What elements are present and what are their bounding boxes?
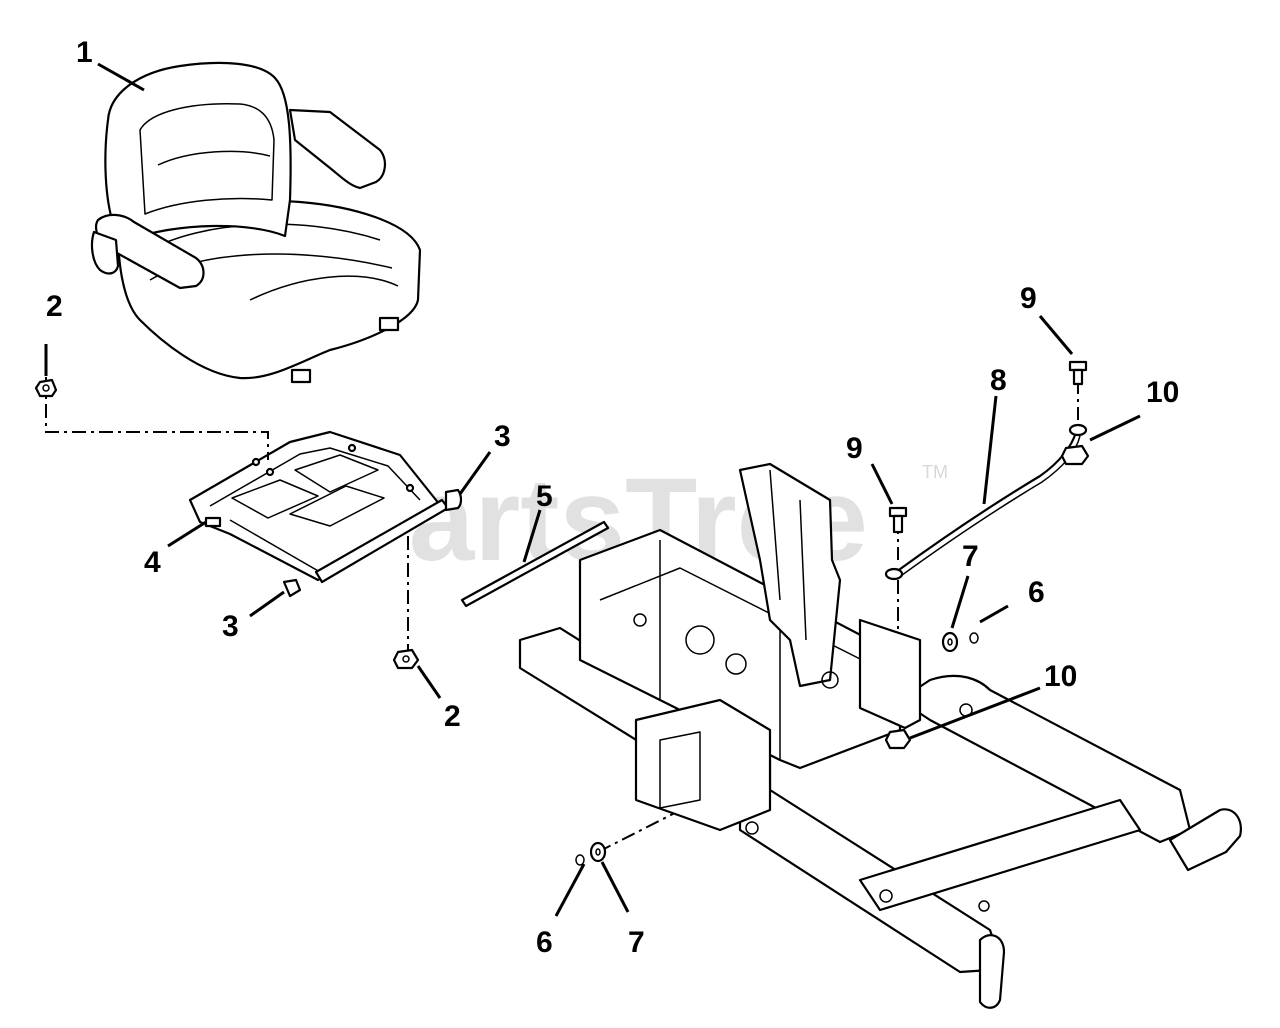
seat-part[interactable] (90, 61, 422, 384)
pivot-rod-part[interactable] (460, 520, 610, 608)
callout-nut-left[interactable]: 2 (46, 290, 63, 323)
callout-clip-lower[interactable]: 6 (536, 926, 553, 959)
seat-plate-part[interactable] (188, 430, 450, 584)
bolt-top-part[interactable] (1068, 360, 1088, 386)
callout-nut-top[interactable]: 10 (1146, 376, 1179, 409)
callout-bolt-mid[interactable]: 9 (846, 432, 863, 465)
ground-strap-part[interactable] (884, 423, 1088, 581)
callout-nut-lower[interactable]: 2 (444, 700, 461, 733)
washer-lower-part[interactable] (589, 841, 607, 863)
pivot-bushing-right-part[interactable] (444, 488, 463, 512)
watermark-trademark: TM (922, 462, 948, 482)
clip-lower-part[interactable] (575, 854, 585, 866)
callout-washer-right[interactable]: 7 (962, 540, 979, 573)
washer-right-part[interactable] (941, 631, 959, 653)
pivot-bushing-left-part[interactable] (282, 578, 302, 598)
callout-pivot-right[interactable]: 3 (494, 420, 511, 453)
callout-pivot-left[interactable]: 3 (222, 610, 239, 643)
callout-seat[interactable]: 1 (76, 36, 93, 69)
nut-left-part[interactable] (34, 378, 58, 398)
clip-right-part[interactable] (969, 632, 979, 644)
callout-seat-plate[interactable]: 4 (144, 546, 161, 579)
callout-clip-right[interactable]: 6 (1028, 576, 1045, 609)
tractor-frame-part (518, 462, 1242, 1009)
callout-leaders (44, 62, 1141, 917)
callout-ground-strap[interactable]: 8 (990, 364, 1007, 397)
nut-top-part[interactable] (1060, 444, 1090, 466)
callout-washer-lower[interactable]: 7 (628, 926, 645, 959)
callout-pivot-rod[interactable]: 5 (536, 480, 553, 513)
nut-lower-part[interactable] (392, 648, 420, 670)
bolt-mid-part[interactable] (888, 506, 908, 534)
callout-labels: 1 2 2 3 3 4 5 6 6 7 7 8 9 9 10 10 (46, 36, 1179, 959)
callout-nut-frame[interactable]: 10 (1044, 660, 1077, 693)
callout-bolt-top[interactable]: 9 (1020, 282, 1037, 315)
alignment-lines (45, 350, 1079, 853)
nut-frame-part[interactable] (884, 728, 912, 750)
